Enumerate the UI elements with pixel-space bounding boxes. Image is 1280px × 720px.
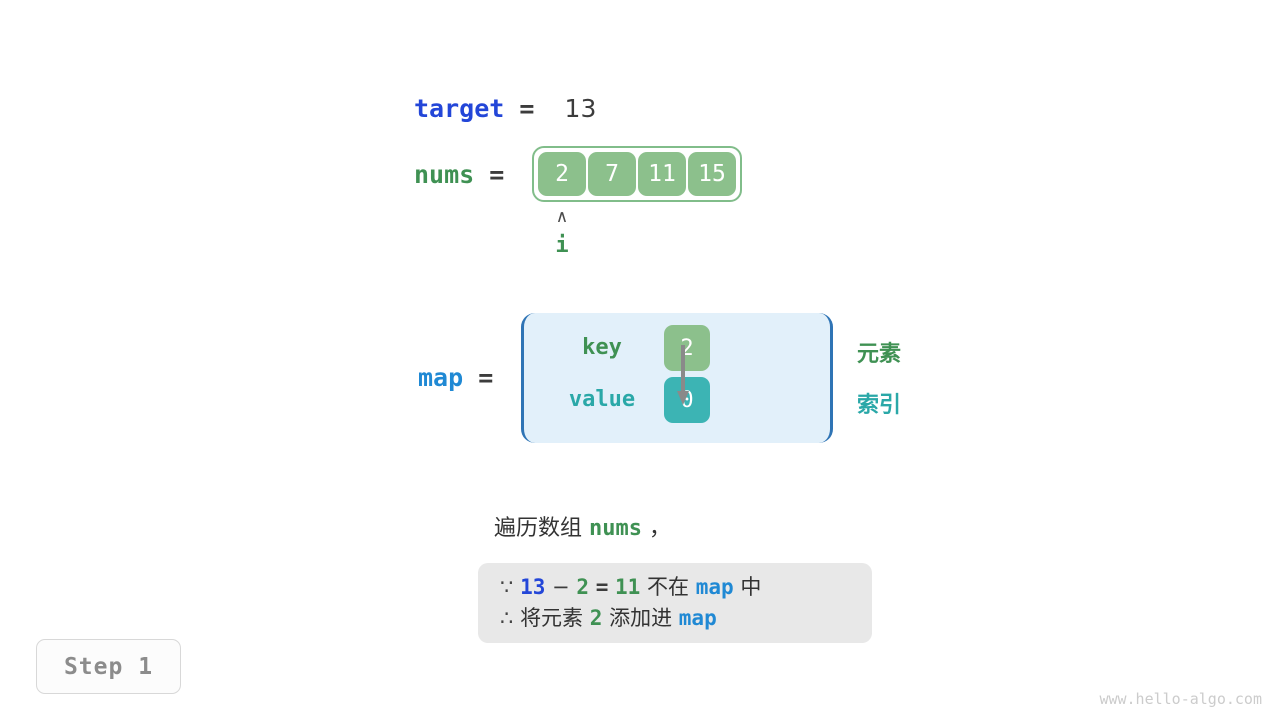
target-equals-sign [504,94,519,123]
map-value-cell: 0 [664,377,710,423]
map-assignment: map = [418,361,493,395]
conclusion-minus: − [552,575,570,599]
watermark: www.hello-algo.com [1099,690,1262,708]
conclusion2-text-start: 将元素 [520,606,584,630]
conclusion-line-1: ∵ 13 − 2 = 11 不在 map 中 [500,572,850,603]
conclusion-operand-current: 2 [576,575,589,599]
map-row-key: key 2 [557,325,710,371]
description-line: 遍历数组 nums ， [494,514,671,544]
map-row-value: value 0 [557,377,710,423]
conclusion-text-mid: 不在 [647,575,690,599]
conclusion-box: ∵ 13 − 2 = 11 不在 map 中 ∴ 将元素 2 添加进 map [478,563,872,643]
map-key-cell: 2 [664,325,710,371]
nums-variable-name: nums [414,160,475,189]
step-badge: Step 1 [36,639,181,694]
target-variable-name: target [414,94,505,123]
map-equals: = [478,363,494,392]
gap-6 [640,575,647,599]
nums-equals: = [489,160,505,189]
conclusion-operand-target: 13 [520,575,546,599]
map-annotation-index: 索引 [857,393,902,418]
conclusion-equals: = [595,575,609,599]
gap-12 [672,606,679,630]
conclusion-text-end: 中 [740,575,762,599]
target-value: 13 [564,94,597,123]
key-to-value-arrow-icon [677,345,689,405]
nums-array-container: 2 7 11 15 [532,146,742,202]
gap-10 [583,606,590,630]
index-pointer-label: i [555,233,569,258]
array-cell-2: 11 [638,152,686,196]
array-cell-0: 2 [538,152,586,196]
because-symbol-icon: ∵ [500,575,514,599]
gap-4 [589,575,596,599]
map-variable-name: map [418,363,464,392]
description-variable: nums [589,516,642,541]
array-cell-1: 7 [588,152,636,196]
nums-assignment: nums = [414,158,504,192]
description-suffix: ， [641,516,671,541]
conclusion-map-ref-1: map [695,575,734,599]
map-annotation-element: 元素 [857,342,902,367]
index-pointer-caret-icon: ∧ [555,207,569,227]
gap-7 [689,575,696,599]
map-key-label: key [582,335,622,360]
map-container: key 2 value 0 [521,313,833,443]
conclusion-result: 11 [615,575,641,599]
map-value-label: value [568,387,636,412]
target-equals: = [519,94,535,123]
therefore-symbol-icon: ∴ [500,606,514,630]
conclusion2-text-mid: 添加进 [609,606,673,630]
map-spacer [463,363,478,392]
conclusion2-value: 2 [589,606,603,630]
target-assignment: target = 13 [414,92,596,126]
target-spacer [534,94,564,123]
conclusion-line-2: ∴ 将元素 2 添加进 map [500,603,850,634]
array-cell-3: 15 [688,152,736,196]
description-prefix: 遍历数组 [494,516,589,541]
nums-spacer [474,160,489,189]
conclusion-map-ref-2: map [678,606,717,630]
